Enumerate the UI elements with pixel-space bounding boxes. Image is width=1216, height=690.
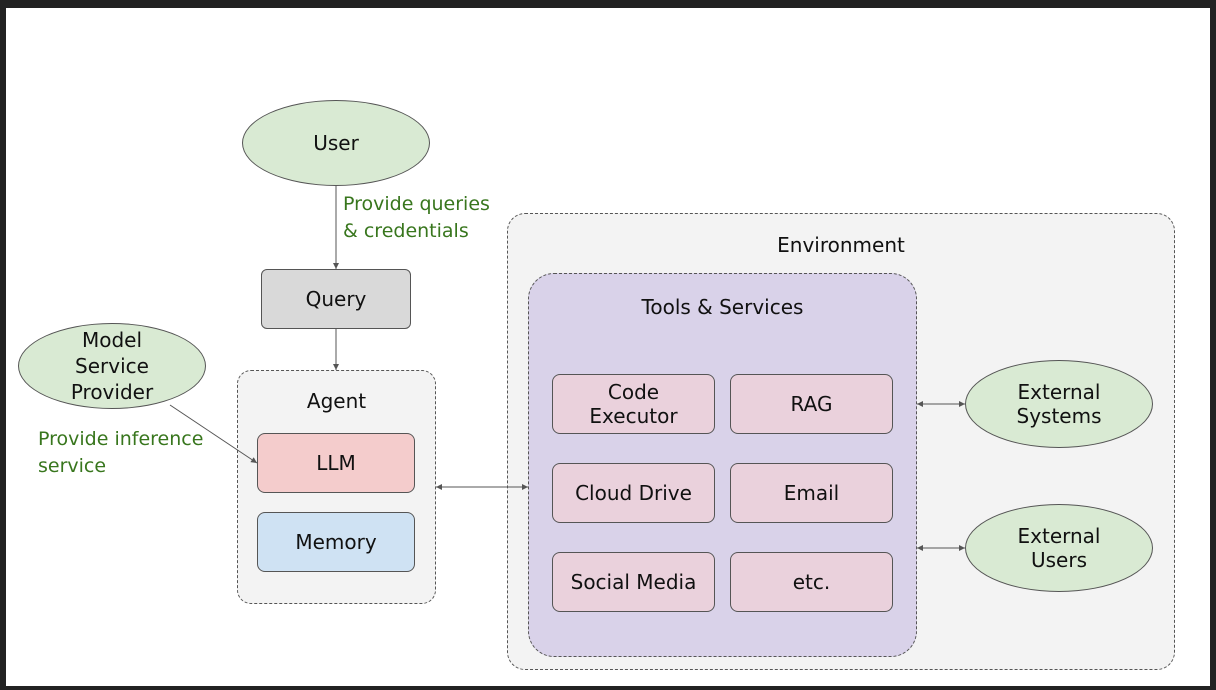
code-executor-label: Code Executor bbox=[589, 380, 678, 428]
code-executor-box: Code Executor bbox=[552, 374, 715, 434]
memory-box: Memory bbox=[257, 512, 415, 572]
external-users-label: External Users bbox=[1017, 524, 1101, 572]
social-media-box: Social Media bbox=[552, 552, 715, 612]
memory-label: Memory bbox=[295, 530, 377, 554]
email-box: Email bbox=[730, 463, 893, 523]
rag-label: RAG bbox=[790, 392, 833, 416]
model-service-provider-label: Model Service Provider bbox=[70, 328, 154, 404]
tools-services-title: Tools & Services bbox=[641, 295, 804, 319]
provider-annotation: Provide inference service bbox=[38, 428, 204, 477]
llm-label: LLM bbox=[316, 451, 356, 475]
user-node: User bbox=[242, 100, 430, 186]
user-label: User bbox=[313, 131, 359, 155]
external-users-node: External Users bbox=[965, 504, 1153, 592]
diagram-page: Environment Tools & Services Code Execut… bbox=[6, 8, 1210, 686]
connector-layer bbox=[169, 186, 965, 551]
external-systems-node: External Systems bbox=[965, 360, 1153, 448]
cloud-drive-label: Cloud Drive bbox=[575, 481, 692, 505]
model-service-provider-node: Model Service Provider bbox=[18, 323, 206, 409]
llm-box: LLM bbox=[257, 433, 415, 493]
cloud-drive-box: Cloud Drive bbox=[552, 463, 715, 523]
external-systems-label: External Systems bbox=[1016, 380, 1102, 428]
social-media-label: Social Media bbox=[570, 570, 697, 594]
query-box: Query bbox=[261, 269, 411, 329]
agent-title: Agent bbox=[306, 389, 367, 413]
provider-to-llm-arrow bbox=[169, 404, 258, 464]
email-label: Email bbox=[783, 481, 840, 505]
etc-box: etc. bbox=[730, 552, 893, 612]
rag-box: RAG bbox=[730, 374, 893, 434]
user-query-annotation: Provide queries & credentials bbox=[343, 193, 490, 242]
environment-title: Environment bbox=[777, 233, 905, 257]
query-label: Query bbox=[305, 287, 367, 311]
etc-label: etc. bbox=[792, 570, 831, 594]
